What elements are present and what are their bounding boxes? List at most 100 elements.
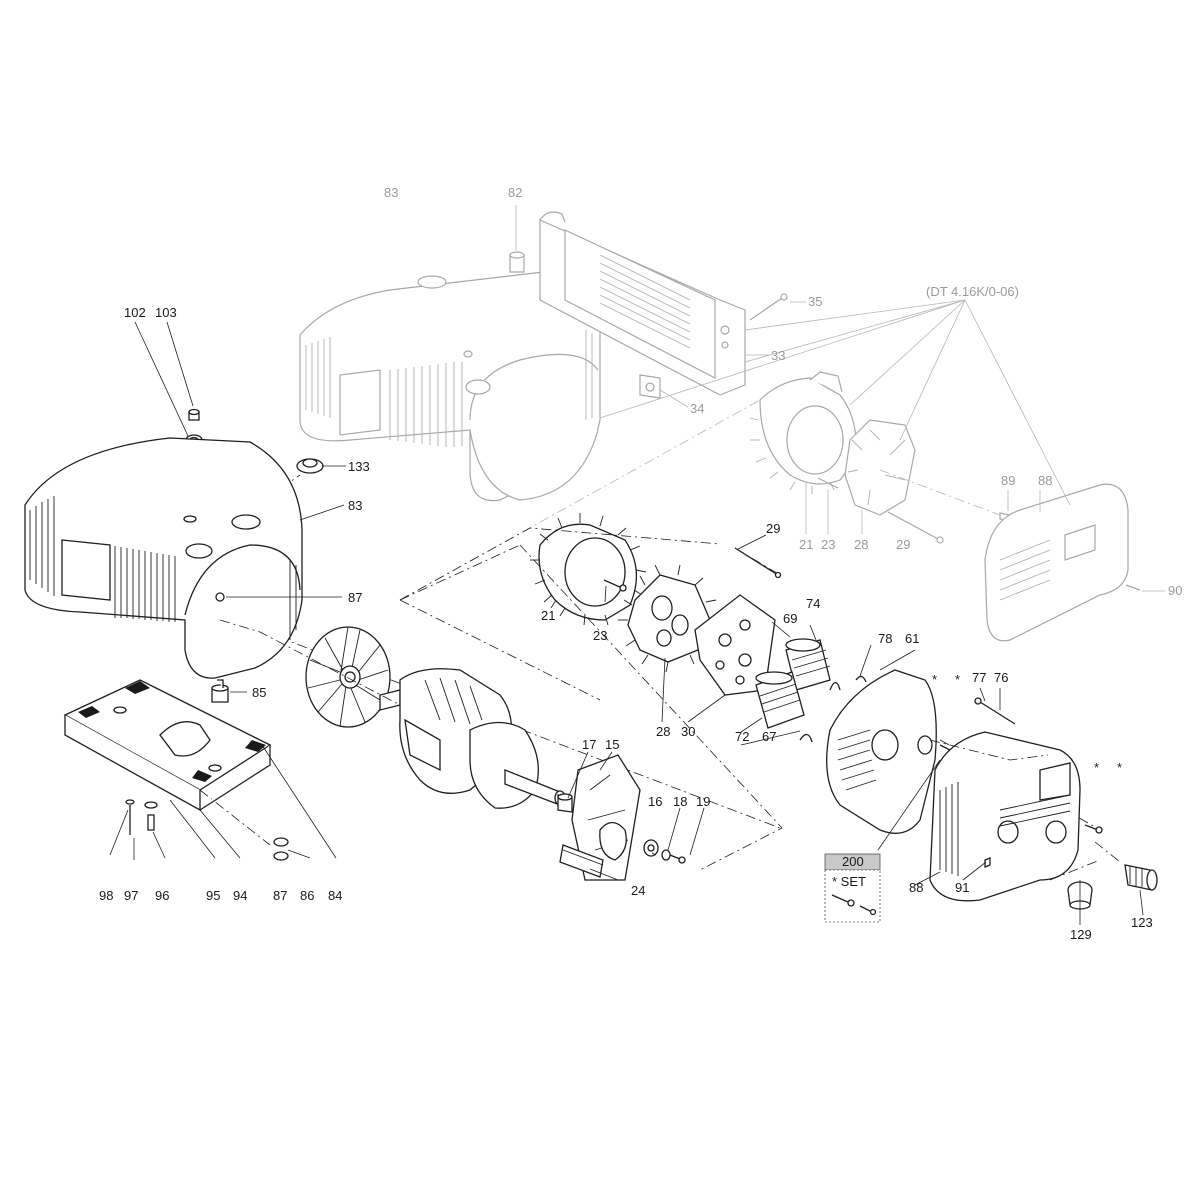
label-67: 67 <box>762 729 776 744</box>
label-94: 94 <box>233 888 247 903</box>
label-123: 123 <box>1131 915 1153 930</box>
label-84: 84 <box>328 888 342 903</box>
ghost-end-cover-88 <box>984 483 1129 642</box>
impeller-28 <box>618 564 721 673</box>
axis-rear-2 <box>1009 777 1101 831</box>
label-15: 15 <box>605 737 619 752</box>
label-103: 103 <box>155 305 177 320</box>
label-98: 98 <box>99 888 113 903</box>
label-89: 89 <box>1001 473 1015 488</box>
label-star-4: * <box>1117 760 1122 775</box>
label-95: 95 <box>206 888 220 903</box>
label-74: 74 <box>806 596 820 611</box>
label-87-bottom: 87 <box>273 888 287 903</box>
ghost-gasket-34 <box>639 374 661 399</box>
labels: (DT 4.16K/0-06) 83 82 35 33 34 21 23 28 … <box>99 185 1182 942</box>
main-assembly <box>24 321 1158 925</box>
screw-23 <box>603 579 627 592</box>
label-61: 61 <box>905 631 919 646</box>
label-83: 83 <box>348 498 362 513</box>
bolt-76 <box>974 697 1016 725</box>
screw-cover <box>1084 824 1103 834</box>
leader-lines <box>109 321 1144 925</box>
cover-83 <box>24 437 303 679</box>
axis-fittings-2 <box>1094 841 1121 863</box>
label-21-ghost: 21 <box>799 537 813 552</box>
label-78: 78 <box>878 631 892 646</box>
label-star-1: * <box>932 672 937 687</box>
washer-16 <box>643 839 659 857</box>
washer-18 <box>661 849 671 861</box>
fitting-123 <box>1124 864 1158 891</box>
label-30: 30 <box>681 724 695 739</box>
label-86: 86 <box>300 888 314 903</box>
axis-frame-2 <box>399 599 601 701</box>
ghost-axis-line-2 <box>879 469 1001 516</box>
label-72: 72 <box>735 729 749 744</box>
axis-foot-lower <box>199 789 271 846</box>
label-97: 97 <box>124 888 138 903</box>
plate-30 <box>694 594 776 696</box>
hardware-98-97 <box>125 799 135 835</box>
motor <box>379 668 566 809</box>
ghost-assembly <box>299 205 1165 642</box>
label-34: 34 <box>690 401 704 416</box>
screw-87 <box>215 592 225 602</box>
reference-code: (DT 4.16K/0-06) <box>926 284 1019 299</box>
label-35: 35 <box>808 294 822 309</box>
ghost-cooler-33 <box>539 211 746 396</box>
set-label: * SET <box>832 874 866 889</box>
axis-frame <box>399 544 521 601</box>
label-33: 33 <box>771 348 785 363</box>
vanes-24 <box>559 844 604 878</box>
clip-78 <box>855 675 867 683</box>
label-star-3: * <box>1094 760 1099 775</box>
label-29-ghost: 29 <box>896 537 910 552</box>
label-23: 23 <box>593 628 607 643</box>
label-76: 76 <box>994 670 1008 685</box>
front-cover-88 <box>929 731 1081 902</box>
rotor-15 <box>571 754 641 881</box>
label-96: 96 <box>155 888 169 903</box>
ghost-rod-29 <box>887 511 941 541</box>
label-21: 21 <box>541 608 555 623</box>
label-77: 77 <box>972 670 986 685</box>
label-88-ghost: 88 <box>1038 473 1052 488</box>
label-102: 102 <box>124 305 146 320</box>
label-19: 19 <box>696 794 710 809</box>
plug-103 <box>188 408 200 421</box>
ghost-rod-29-end <box>936 536 944 544</box>
ghost-impeller-28 <box>844 419 916 516</box>
clip-69 <box>829 681 841 691</box>
label-29: 29 <box>766 521 780 536</box>
axis-rotor-end <box>519 544 783 871</box>
fan-wheel <box>305 626 391 728</box>
rod-29 <box>734 547 782 579</box>
label-133: 133 <box>348 459 370 474</box>
axis-main <box>259 629 781 829</box>
filter-72 <box>755 671 805 729</box>
label-28: 28 <box>656 724 670 739</box>
ghost-cylinder-21 <box>749 371 857 494</box>
label-91: 91 <box>955 880 969 895</box>
ghost-bolt-35 <box>749 293 788 321</box>
reference-leader-lines <box>599 299 1071 506</box>
label-star-2: * <box>955 672 960 687</box>
axis-fittings <box>1049 859 1101 881</box>
bushing-17 <box>557 793 573 813</box>
set-number: 200 <box>842 854 864 869</box>
label-16: 16 <box>648 794 662 809</box>
ghost-screw-90 <box>1125 584 1141 591</box>
grommet-133 <box>296 458 324 474</box>
hardware-87-86 <box>273 837 289 861</box>
label-24: 24 <box>631 883 645 898</box>
label-28-ghost: 28 <box>854 537 868 552</box>
axis-cover-fan <box>219 619 401 706</box>
label-17: 17 <box>582 737 596 752</box>
label-90: 90 <box>1168 583 1182 598</box>
label-83-ghost: 83 <box>384 185 398 200</box>
axis-impeller-box <box>399 527 721 601</box>
hardware-96-95 <box>144 801 158 831</box>
ghost-cover-83 <box>299 269 601 502</box>
mount-85 <box>211 679 229 703</box>
